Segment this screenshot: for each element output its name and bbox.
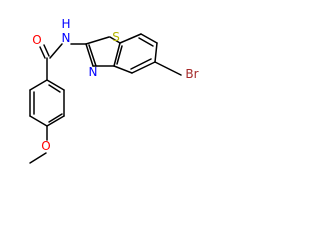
atom-o-carbonyl: O [32,33,41,47]
atom-br: Br [185,67,198,81]
bond-line [85,36,110,45]
bond-line [29,115,48,127]
bond-line [116,45,123,65]
atom-nh: N [62,31,71,45]
bond-line [85,43,94,67]
bond-layer [29,33,182,164]
bond-line [130,58,152,70]
bond-line [113,65,133,74]
bond-line [113,42,121,67]
bond-line [29,152,47,164]
atom-nh-h: H [61,17,70,31]
bond-line [138,37,154,47]
bond-line [154,42,158,63]
atom-s-ring: S [112,30,120,44]
bond-line [46,79,65,91]
bond-line [131,61,156,74]
molecule-diagram: O N H S N Br O [29,17,199,164]
bond-line [109,36,121,44]
atom-o-methoxy: O [41,139,50,153]
bond-line [43,44,50,57]
bond-line [140,33,158,44]
bond-line [39,46,46,59]
bond-line [88,44,97,67]
bond-line [49,43,63,59]
bond-line [119,33,142,44]
bond-line [46,115,65,127]
atom-n-ring: N [89,65,98,79]
bond-line [154,61,182,76]
bond-line [29,79,48,91]
bond-line [48,113,63,123]
bond-line [48,84,61,93]
